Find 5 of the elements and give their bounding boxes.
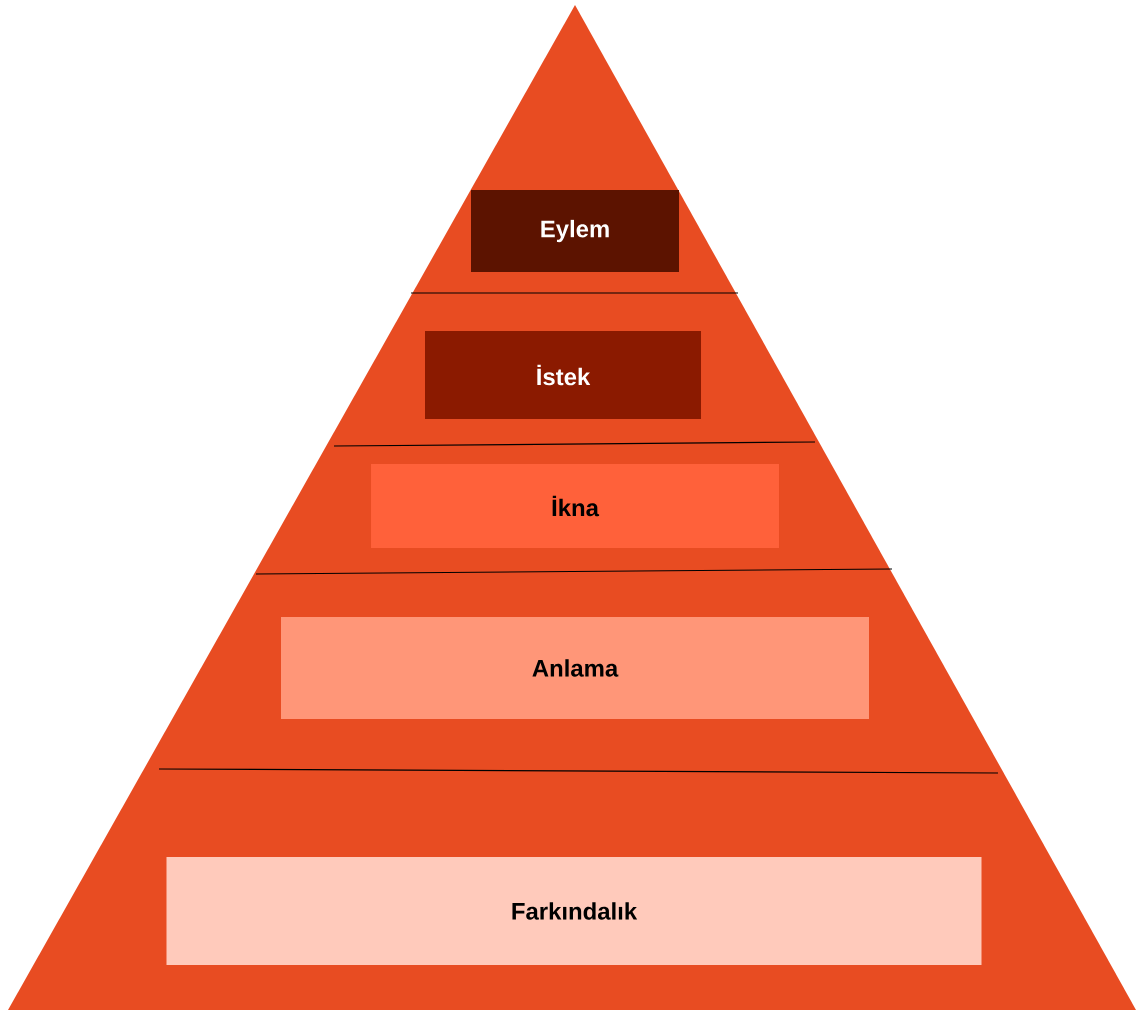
level-box: Eylem [471, 190, 679, 272]
level-box: İstek [425, 331, 701, 419]
level-box: Anlama [281, 617, 869, 719]
level-box: Farkındalık [166, 857, 982, 965]
level-box: İkna [371, 464, 779, 548]
